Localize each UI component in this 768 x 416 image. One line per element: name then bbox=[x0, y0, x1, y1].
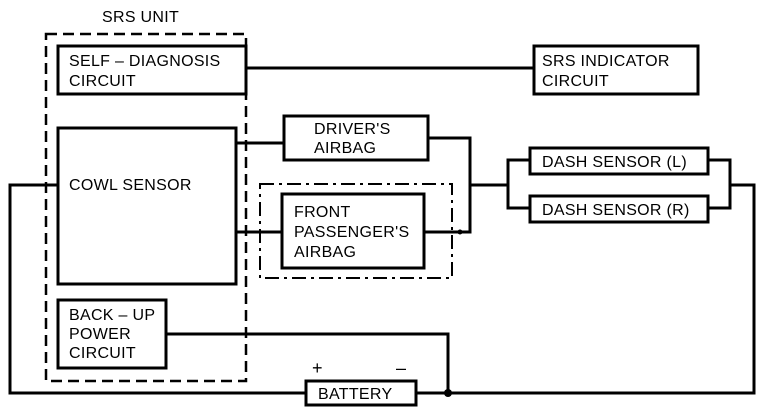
battery-label: BATTERY bbox=[318, 386, 392, 403]
self-diagnosis-line-2: CIRCUIT bbox=[69, 73, 136, 90]
passenger-airbag-line-2: PASSENGER'S bbox=[294, 224, 409, 241]
dash-sensor-left-box bbox=[528, 146, 710, 176]
junction-dot-passenger bbox=[457, 229, 463, 235]
backup-power-line-1: BACK – UP bbox=[69, 307, 155, 324]
srs-indicator-line-2: CIRCUIT bbox=[542, 73, 609, 90]
drivers-airbag-box bbox=[282, 114, 430, 162]
backup-power-line-2: POWER bbox=[69, 326, 131, 343]
battery-box bbox=[304, 379, 418, 407]
drivers-airbag-line-2: AIRBAG bbox=[314, 140, 376, 157]
wire-dash-ground bbox=[416, 183, 756, 395]
backup-power-line-3: CIRCUIT bbox=[69, 345, 136, 362]
dash-sensor-left-label: DASH SENSOR (L) bbox=[542, 154, 687, 171]
passenger-airbag-line-1: FRONT bbox=[294, 204, 351, 221]
drivers-airbag-line-1: DRIVER'S bbox=[314, 121, 391, 138]
srs-unit-outline bbox=[44, 32, 248, 383]
battery-minus-sign: – bbox=[396, 358, 406, 378]
passenger-airbag-enclosure bbox=[259, 183, 453, 279]
front-passenger-airbag-box bbox=[280, 192, 426, 270]
cowl-sensor-label: COWL SENSOR bbox=[69, 177, 192, 194]
dash-sensor-right-box bbox=[528, 194, 710, 224]
backup-power-box bbox=[56, 298, 168, 370]
passenger-airbag-line-3: AIRBAG bbox=[294, 244, 356, 261]
srs-indicator-box bbox=[532, 44, 700, 96]
dash-sensor-right-label: DASH SENSOR (R) bbox=[542, 202, 690, 219]
self-diagnosis-box bbox=[56, 44, 248, 96]
wire-cowl-battery bbox=[8, 183, 306, 395]
wire-dash-right-side bbox=[708, 158, 732, 210]
cowl-sensor-box bbox=[56, 126, 238, 286]
self-diagnosis-line-1: SELF – DIAGNOSIS bbox=[69, 53, 221, 70]
srs-indicator-line-1: SRS INDICATOR bbox=[542, 53, 670, 70]
junction-dot bbox=[444, 389, 452, 397]
battery-plus-sign: + bbox=[312, 358, 323, 378]
wire-dash-left-side bbox=[506, 158, 530, 210]
wire-backup-power bbox=[166, 332, 450, 393]
srs-unit-label: SRS UNIT bbox=[102, 9, 179, 26]
